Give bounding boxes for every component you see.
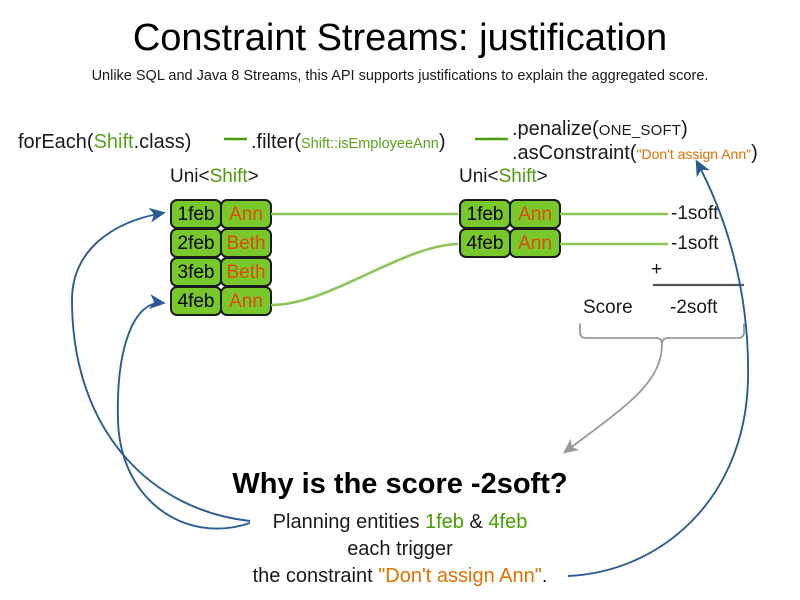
- uni-left-prefix: Uni<: [170, 166, 210, 187]
- as-constraint-name: "Don't assign Ann": [636, 146, 752, 162]
- foreach-suffix: .class): [133, 131, 192, 153]
- table-row: 4feb Ann: [170, 286, 272, 316]
- cell-employee: Ann: [509, 199, 561, 229]
- explanation-prefix: Planning entities: [272, 511, 425, 533]
- explanation-amp: &: [463, 511, 489, 533]
- as-constraint-suffix: ): [751, 142, 758, 164]
- penalize-prefix: .penalize(: [512, 118, 599, 140]
- filter-method-ref: Shift::isEmployeeAnn: [301, 136, 439, 152]
- table-row: 3feb Beth: [170, 257, 272, 287]
- uni-right-prefix: Uni<: [459, 166, 499, 187]
- penalty-value-2: -1soft: [671, 233, 719, 254]
- sum-operator: +: [651, 259, 663, 280]
- cell-employee: Ann: [220, 286, 272, 316]
- score-total: -2soft: [670, 297, 718, 318]
- cell-date: 3feb: [170, 257, 222, 287]
- cell-employee: Ann: [220, 199, 272, 229]
- page-subtitle: Unlike SQL and Java 8 Streams, this API …: [91, 68, 709, 84]
- cell-date: 1feb: [459, 199, 511, 229]
- uni-left-suffix: >: [247, 166, 259, 187]
- table-row: 4feb Ann: [459, 228, 561, 258]
- cell-date: 4feb: [459, 228, 511, 258]
- fact-table-right: 1feb Ann 4feb Ann: [459, 199, 561, 258]
- table-row: 2feb Beth: [170, 228, 272, 258]
- explanation-line-2: each trigger: [347, 538, 453, 560]
- code-filter: .filter(Shift::isEmployeeAnn): [251, 131, 446, 154]
- cell-date: 1feb: [170, 199, 222, 229]
- cell-employee: Beth: [220, 228, 272, 258]
- code-foreach: forEach(Shift.class): [18, 131, 191, 154]
- table-row: 1feb Ann: [459, 199, 561, 229]
- penalty-value-1: -1soft: [671, 203, 719, 224]
- filter-suffix: ): [438, 131, 446, 153]
- code-penalize: .penalize(ONE_SOFT): [512, 118, 688, 141]
- cell-employee: Ann: [509, 228, 561, 258]
- penalize-suffix: ): [681, 118, 688, 140]
- explanation-entity-b: 4feb: [488, 511, 528, 533]
- page-title: Constraint Streams: justification: [132, 17, 668, 59]
- cell-employee: Beth: [220, 257, 272, 287]
- fact-table-left: 1feb Ann 2feb Beth 3feb Beth 4feb Ann: [170, 199, 272, 316]
- score-brace: [579, 323, 745, 345]
- explanation-line-1: Planning entities 1feb & 4feb: [0, 511, 800, 534]
- uni-right-type: Shift: [498, 166, 537, 187]
- score-explanation-arrow: [562, 343, 663, 454]
- explanation-constraint-name: "Don't assign Ann": [378, 565, 542, 587]
- explanation-constraint-prefix: the constraint: [252, 565, 379, 587]
- uni-label-left: Uni<Shift>: [170, 166, 259, 188]
- code-as-constraint: .asConstraint("Don't assign Ann"): [512, 142, 758, 165]
- explanation-heading: Why is the score -2soft?: [232, 468, 568, 500]
- uni-left-type: Shift: [209, 166, 248, 187]
- penalize-level: ONE_SOFT: [598, 122, 682, 139]
- as-constraint-prefix: .asConstraint(: [512, 142, 637, 164]
- cell-date: 2feb: [170, 228, 222, 258]
- foreach-prefix: forEach(: [18, 131, 94, 153]
- foreach-type: Shift: [93, 131, 134, 153]
- score-label: Score: [583, 297, 633, 318]
- explanation-constraint-suffix: .: [541, 565, 548, 587]
- cell-date: 4feb: [170, 286, 222, 316]
- stream-connector-4feb: [270, 242, 459, 307]
- uni-right-suffix: >: [536, 166, 548, 187]
- uni-label-right: Uni<Shift>: [459, 166, 548, 188]
- explanation-line-3: the constraint "Don't assign Ann".: [0, 565, 800, 588]
- explanation-entity-a: 1feb: [425, 511, 464, 533]
- table-row: 1feb Ann: [170, 199, 272, 229]
- filter-prefix: .filter(: [251, 131, 301, 153]
